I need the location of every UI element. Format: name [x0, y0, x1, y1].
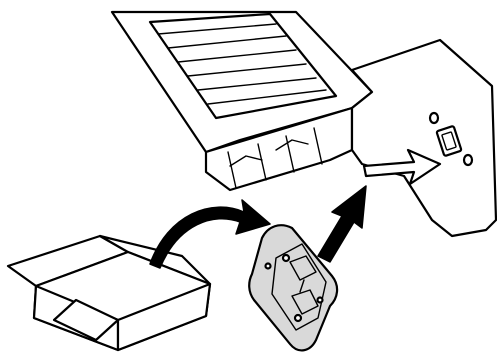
bracket-screw-hole-top	[283, 255, 289, 261]
bracket-screw-hole-left	[266, 264, 271, 269]
bracket-screw-hole-right	[318, 298, 323, 303]
printer-body	[112, 12, 496, 236]
open-box-icon	[8, 236, 210, 350]
bracket-screw-hole-bottom	[295, 315, 301, 321]
bracket-part-icon	[249, 225, 337, 350]
bracket-plate	[249, 225, 337, 350]
straight-arrow-icon	[318, 186, 366, 262]
